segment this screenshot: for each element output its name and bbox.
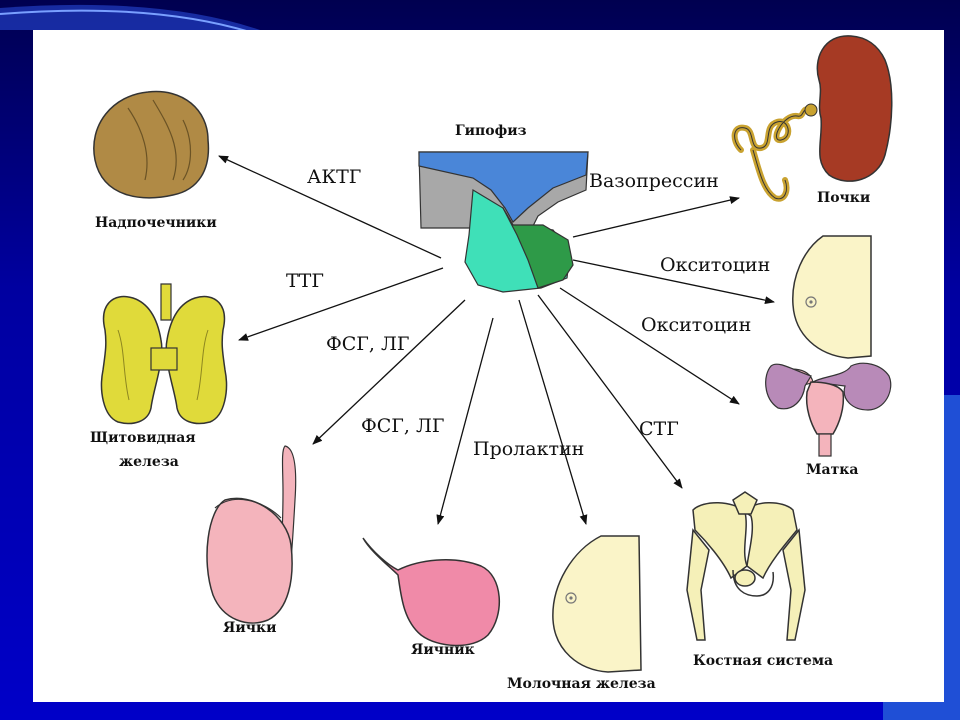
uterus-label: Матка xyxy=(806,462,859,478)
kidney-illustration xyxy=(731,35,893,202)
kidneys-label: Почки xyxy=(817,190,871,206)
hormone-label-acth: АКТГ xyxy=(307,166,362,188)
title-arc-decoration xyxy=(0,4,260,33)
arrow-to-thyroid xyxy=(238,267,444,341)
thyroid-label-line2: железа xyxy=(119,454,179,470)
pelvis-illustration xyxy=(686,491,806,641)
hormone-label-vasopressin: Вазопрессин xyxy=(589,170,719,192)
mammary-gland-illustration xyxy=(552,535,642,673)
hormone-label-oxytocin-1: Окситоцин xyxy=(660,254,771,276)
testes-label: Яички xyxy=(223,620,277,636)
skeleton-label: Костная система xyxy=(693,653,834,669)
mammary-label: Молочная железа xyxy=(507,676,656,692)
arrow-to-uterus xyxy=(559,287,740,405)
hormone-diagram xyxy=(93,35,893,673)
pituitary-label: Гипофиз xyxy=(455,123,527,139)
ovary-label: Яичник xyxy=(411,642,475,658)
arrow-to-mammary xyxy=(518,299,588,525)
arrow-to-adrenals xyxy=(218,155,442,259)
hormone-arrows xyxy=(218,155,775,525)
arrow-to-testes xyxy=(312,299,466,445)
hormone-label-fsh-lh-2: ФСГ, ЛГ xyxy=(361,415,445,437)
ovary-illustration xyxy=(362,537,500,647)
adrenals-label: Надпочечники xyxy=(95,215,217,231)
arrow-to-skeleton xyxy=(537,294,683,489)
thyroid-label-line1: Щитовидная xyxy=(90,430,196,446)
accent-bar-bottom xyxy=(883,702,960,720)
arrow-to-kidneys xyxy=(572,196,740,238)
breast-illustration xyxy=(792,235,872,359)
accent-bar-right xyxy=(943,395,960,720)
thyroid-illustration xyxy=(100,283,228,425)
hormone-label-fsh-lh-1: ФСГ, ЛГ xyxy=(326,333,410,355)
uterus-illustration xyxy=(765,362,892,457)
arrow-to-breast xyxy=(572,259,775,305)
pituitary-gland xyxy=(418,151,589,293)
hormone-label-tsh: ТТГ xyxy=(286,270,324,292)
arrow-to-ovary xyxy=(436,317,494,525)
testis-illustration xyxy=(206,445,297,624)
hormone-label-prolactin: Пролактин xyxy=(473,438,585,460)
adrenal-gland-illustration xyxy=(93,90,210,199)
hormone-label-oxytocin-2: Окситоцин xyxy=(641,314,752,336)
diagram-canvas: Гипофиз Надпочечники Щитовидная железа Я… xyxy=(33,30,944,702)
hormone-label-stg: СТГ xyxy=(639,418,679,440)
